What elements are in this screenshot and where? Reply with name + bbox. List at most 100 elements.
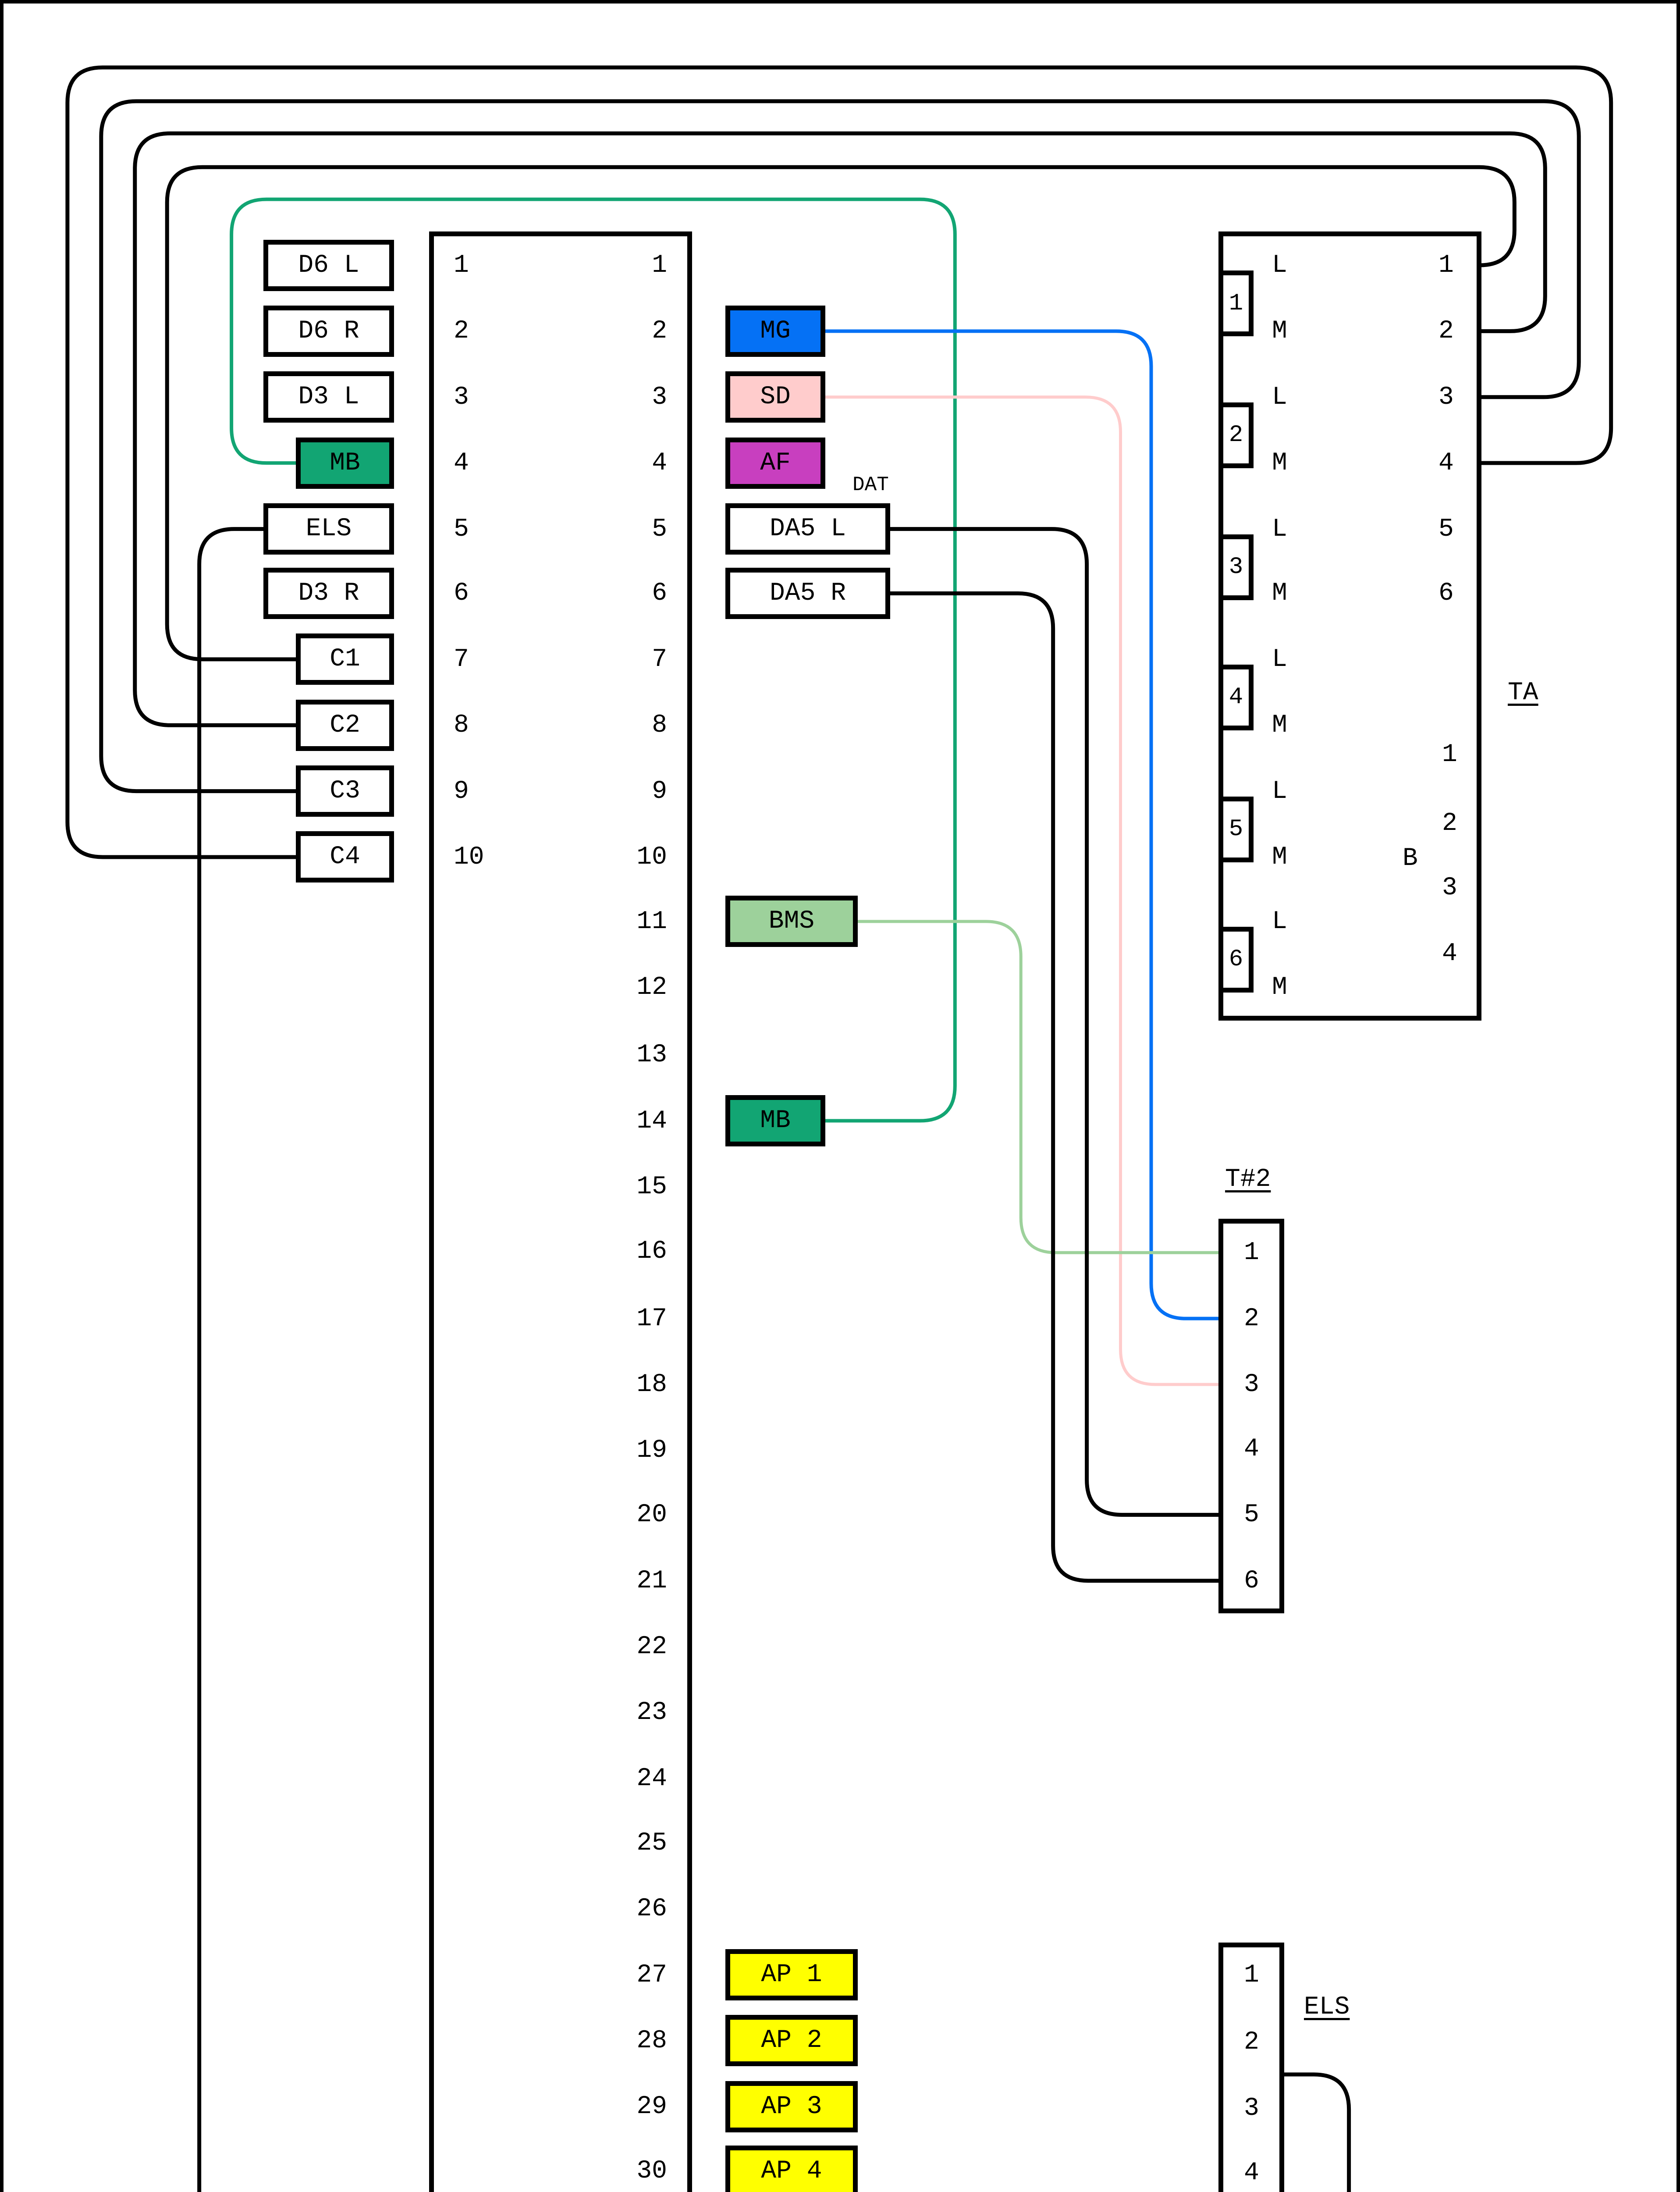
right-output-af[interactable]: AF (725, 437, 825, 489)
patchbay-left-number: 1 (454, 251, 469, 280)
ta-block (1218, 231, 1481, 1021)
patchbay-right-number: 3 (652, 383, 667, 412)
ta-channel-lm-label: L (1272, 645, 1287, 674)
right-output-label: MG (760, 317, 791, 345)
ta-channel-group[interactable]: 5 (1218, 796, 1254, 862)
wire-els-to-els-3[interactable] (197, 527, 1351, 2192)
left-input-c4[interactable]: C4 (296, 831, 394, 883)
ta-channel-group[interactable]: 3 (1218, 534, 1254, 600)
patchbay-right-number: 29 (636, 2092, 667, 2121)
patchbay-right-number: 25 (636, 1829, 667, 1858)
right-output-label: MB (760, 1107, 791, 1135)
ta-channel-group-number: 4 (1229, 684, 1243, 711)
wire-da5l-to-t2-5[interactable] (890, 527, 1218, 1517)
right-output-mg[interactable]: MG (725, 305, 825, 357)
ta-title: TA (1508, 679, 1538, 707)
wire-bms-to-t2-1[interactable] (858, 920, 1218, 1254)
right-output-bms[interactable]: BMS (725, 896, 858, 947)
ta-b-output-number: 3 (1442, 873, 1457, 902)
left-input-d3-l[interactable]: D3 L (263, 371, 394, 423)
ta-channel-group-number: 2 (1229, 422, 1243, 449)
ta-output-number: 4 (1438, 449, 1454, 478)
right-output-label: AP 1 (761, 1961, 822, 1989)
patchbay-left-number: 8 (454, 711, 469, 740)
patchbay-right-number: 5 (652, 515, 667, 544)
right-output-mb[interactable]: MB (725, 1095, 825, 1147)
ta-output-number: 5 (1438, 515, 1454, 544)
right-output-ap-2[interactable]: AP 2 (725, 2015, 858, 2067)
left-input-label: C1 (330, 645, 360, 674)
t2-input-number: 3 (1244, 1370, 1259, 1399)
ta-output-number: 6 (1438, 579, 1454, 608)
right-output-ap-1[interactable]: AP 1 (725, 1949, 858, 2001)
patchbay-right-number: 14 (636, 1107, 667, 1135)
left-input-c1[interactable]: C1 (296, 633, 394, 685)
right-output-sd[interactable]: SD (725, 371, 825, 423)
right-output-label: BMS (768, 907, 815, 936)
left-input-label: D3 R (298, 579, 359, 608)
wire-c3-to-ta-3[interactable] (99, 99, 1581, 794)
left-input-label: D3 L (298, 383, 359, 412)
right-output-ap-3[interactable]: AP 3 (725, 2081, 858, 2132)
patchbay-right-number: 8 (652, 711, 667, 740)
ta-b-label: B (1403, 844, 1418, 873)
ta-channel-lm-label: M (1272, 579, 1287, 608)
left-input-c3[interactable]: C3 (296, 765, 394, 817)
patchbay-right-number: 10 (636, 843, 667, 872)
patchbay-right-number: 11 (636, 907, 667, 936)
right-output-ap-4[interactable]: AP 4 (725, 2145, 858, 2192)
patchbay-right-number: 6 (652, 579, 667, 608)
patchbay-right-number: 19 (636, 1436, 667, 1465)
left-input-label: ELS (305, 515, 352, 544)
ta-channel-group[interactable]: 6 (1218, 926, 1254, 993)
ta-channel-group[interactable]: 4 (1218, 664, 1254, 730)
patchbay-left-number: 9 (454, 777, 469, 806)
ta-b-output-number: 1 (1442, 740, 1457, 769)
wire-mg-to-t2-2[interactable] (825, 329, 1218, 1320)
t2-input-number: 4 (1244, 1434, 1259, 1463)
els-title: ELS (1304, 1993, 1350, 2021)
patchbay-right-number: 15 (636, 1172, 667, 1201)
wire-da5r-to-t2-6[interactable] (890, 591, 1218, 1583)
wire-c4-to-ta-4[interactable] (65, 65, 1613, 859)
right-output-label: AP 3 (761, 2092, 822, 2121)
patchbay-right-number: 13 (636, 1041, 667, 1070)
ta-output-number: 2 (1438, 317, 1454, 346)
patchbay-right-number: 27 (636, 1961, 667, 1989)
left-input-d3-r[interactable]: D3 R (263, 567, 394, 619)
left-input-label: D6 R (298, 317, 359, 345)
patchbay-right-number: 7 (652, 645, 667, 674)
patchbay-right-number: 23 (636, 1698, 667, 1727)
ta-channel-lm-label: M (1272, 711, 1287, 740)
ta-channel-group-number: 6 (1229, 946, 1243, 973)
els-input-number: 3 (1244, 2094, 1259, 2123)
els-input-number: 2 (1244, 2028, 1259, 2057)
right-output-da5-r[interactable]: DA5 R (725, 567, 890, 619)
wire-sd-to-t2-3[interactable] (825, 395, 1218, 1386)
patchbay-right-number: 28 (636, 2026, 667, 2055)
right-output-da5-l[interactable]: DA5 L (725, 503, 890, 555)
right-output-label: DA5 R (769, 579, 846, 608)
ta-channel-group[interactable]: 1 (1218, 270, 1254, 337)
right-output-label: AP 2 (761, 2026, 822, 2055)
left-input-d6-l[interactable]: D6 L (263, 239, 394, 291)
left-input-c2[interactable]: C2 (296, 699, 394, 751)
ta-channel-lm-label: L (1272, 251, 1287, 280)
left-input-mb[interactable]: MB (296, 437, 394, 489)
els-input-number: 1 (1244, 1961, 1259, 1989)
ta-channel-group-number: 1 (1229, 290, 1243, 317)
right-output-label: AF (760, 448, 791, 477)
ta-channel-lm-label: L (1272, 907, 1287, 936)
wire-mb-loop[interactable] (230, 197, 957, 1123)
left-input-d6-r[interactable]: D6 R (263, 305, 394, 357)
wire-c2-to-ta-2[interactable] (133, 131, 1547, 727)
right-output-label: AP 4 (761, 2156, 822, 2185)
patchbay-block (429, 231, 692, 2192)
ta-channel-group[interactable]: 2 (1218, 402, 1254, 468)
left-input-els[interactable]: ELS (263, 503, 394, 555)
ta-channel-lm-label: M (1272, 843, 1287, 872)
left-input-label: C4 (330, 843, 360, 872)
els-input-number: 4 (1244, 2158, 1259, 2187)
wire-c1-to-ta-1[interactable] (165, 165, 1517, 662)
dat-label: DAT (852, 473, 889, 496)
